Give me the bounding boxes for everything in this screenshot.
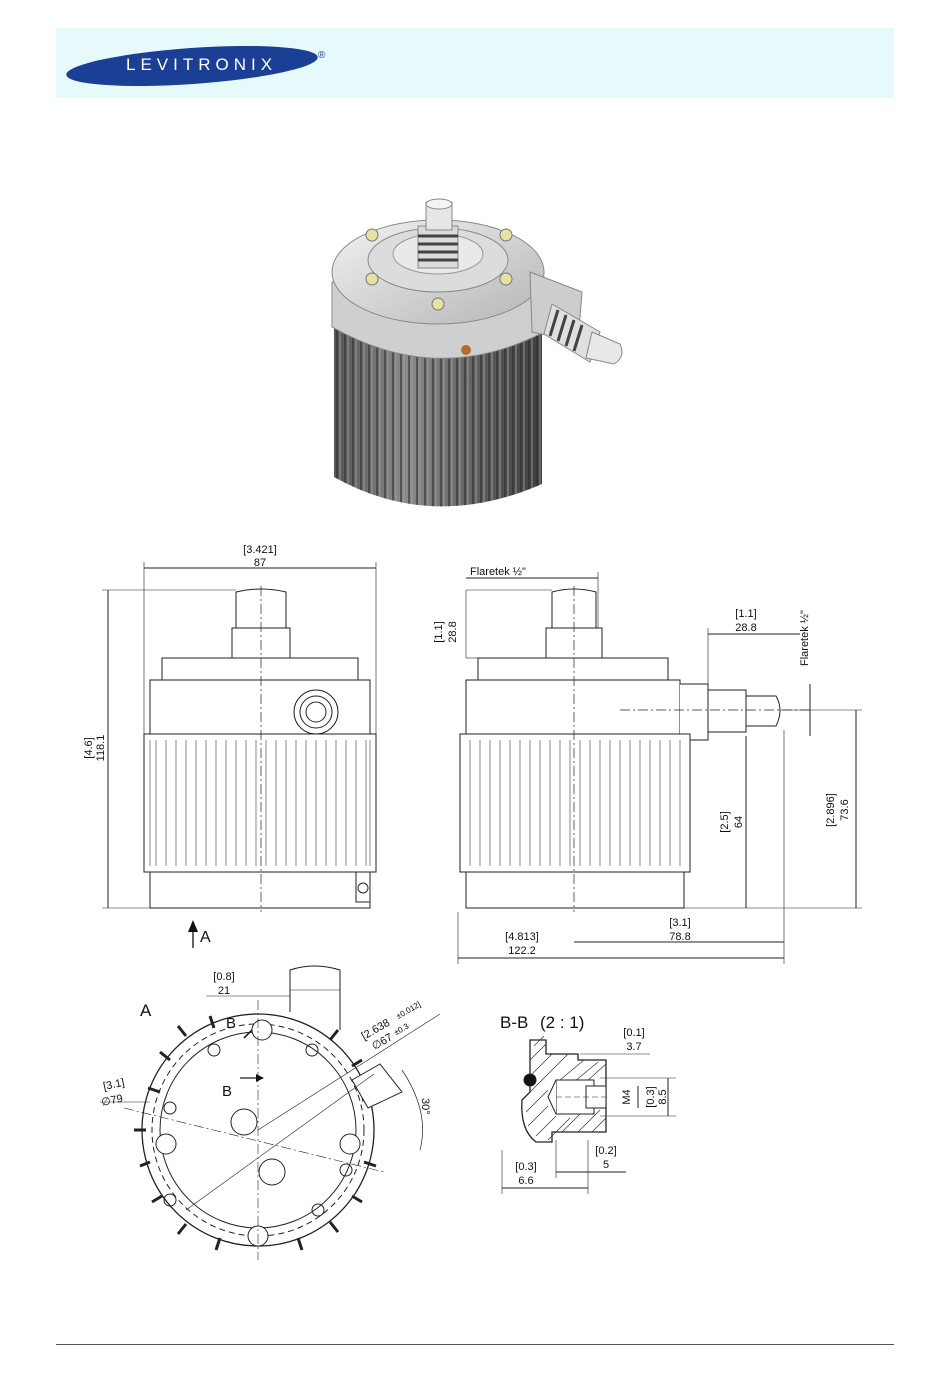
angle-30: 30° [419,1098,431,1115]
footer-rule [56,1344,894,1345]
dia79-in: [3.1] [102,1077,125,1093]
front-height-mm: 118.1 [95,735,107,762]
section-b-top-label: B [226,1015,236,1032]
side-view [460,586,810,912]
w122-in: [4.813] [505,931,539,943]
d5-mm: 5 [603,1159,609,1171]
front-width-mm: 87 [254,557,266,569]
h64-mm: 64 [733,816,745,828]
front-view [144,586,376,912]
flaretek-top-label: Flaretek ½" [470,566,526,578]
flaretek-side-label: Flaretek ½" [799,610,811,666]
h73-in: [2.896] [825,793,837,827]
view-a [124,966,440,1260]
brand-name: LEVITRONIX [126,55,277,75]
d66-mm: 6.6 [518,1175,533,1187]
side-outlet-thread [544,304,622,364]
section-bb-scale: (2 : 1) [540,1013,584,1032]
d37-mm: 3.7 [626,1041,641,1053]
header-band: LEVITRONIX ® [56,28,894,98]
offset-mm: 21 [218,985,230,997]
pump-render [320,192,640,514]
thread-m4: M4 [621,1089,633,1104]
top-height-mm: 28.8 [447,621,459,642]
front-height-in: [4.6] [83,737,95,758]
dia67-tol-in: ±0.012] [395,1000,423,1021]
dia79-mm: ∅79 [100,1093,124,1109]
top-inlet [418,199,458,268]
dia67-tol-mm: ±0.3 [392,1021,410,1037]
connector-pin [461,345,471,355]
d85-mm: 8.5 [657,1089,669,1104]
side-offset-in: [1.1] [735,608,756,620]
section-b-arrow-label: B [222,1083,232,1100]
technical-drawing: [3.421] 87 [4.6] 118.1 A Flaretek ½" [1.… [0,530,950,1310]
h64-in: [2.5] [719,811,731,832]
h73-mm: 73.6 [839,799,851,820]
front-width-in: [3.421] [243,544,277,556]
w78-mm: 78.8 [669,931,690,943]
view-a-title: A [140,1001,152,1020]
w122-mm: 122.2 [508,945,536,957]
levitronix-logo: LEVITRONIX ® [64,40,326,88]
arrow-a-label: A [200,929,211,946]
top-height-in: [1.1] [433,621,445,642]
d85-in: [0.3] [645,1086,657,1107]
registered-mark: ® [318,50,325,61]
d66-in: [0.3] [515,1161,536,1173]
section-bb-title: B-B [500,1013,528,1032]
offset-in: [0.8] [213,971,234,983]
d5-in: [0.2] [595,1145,616,1157]
d37-in: [0.1] [623,1027,644,1039]
side-offset-mm: 28.8 [735,622,756,634]
w78-in: [3.1] [669,917,690,929]
section-bb [522,1036,606,1142]
